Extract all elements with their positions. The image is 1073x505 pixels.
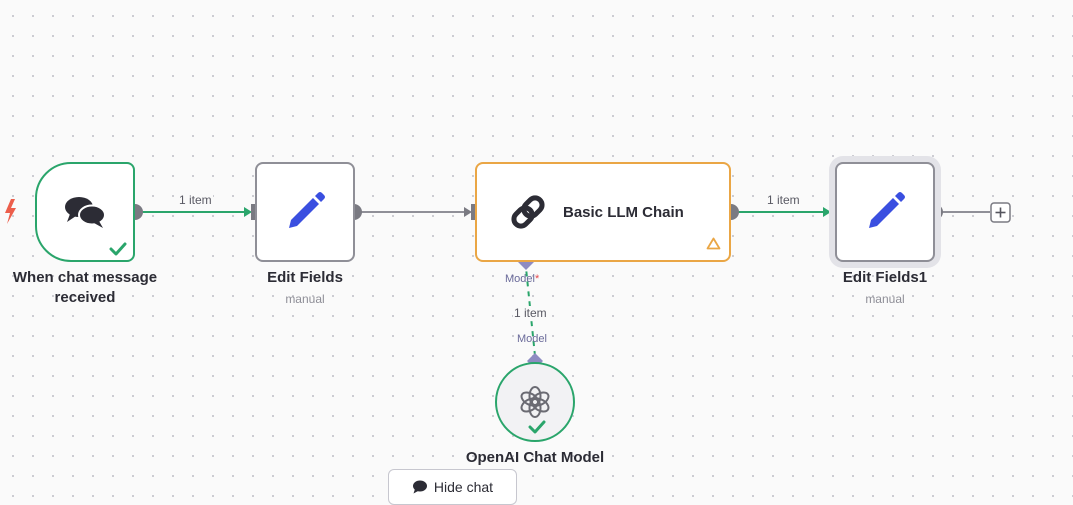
connection-arrow bbox=[823, 207, 831, 217]
node-edit-fields1-label: Edit Fields1 bbox=[842, 269, 928, 286]
warning-triangle-icon[interactable] bbox=[706, 237, 721, 250]
node-label-line: When chat message bbox=[12, 269, 158, 286]
add-node-button[interactable] bbox=[990, 202, 1011, 223]
node-basic-llm-chain[interactable]: Basic LLM Chain bbox=[475, 162, 731, 262]
node-openai-chat-model-label: OpenAI Chat Model bbox=[465, 449, 605, 466]
edge-label-trigger-to-edit: 1 item bbox=[178, 193, 213, 207]
node-edit-fields1[interactable] bbox=[835, 162, 935, 262]
hide-chat-label: Hide chat bbox=[433, 479, 494, 495]
connection-arrow bbox=[244, 207, 252, 217]
node-chat-trigger[interactable] bbox=[35, 162, 135, 262]
openai-icon bbox=[518, 385, 552, 419]
edge-label-model-to-chain: 1 item bbox=[513, 306, 548, 320]
hide-chat-button[interactable]: Hide chat bbox=[388, 469, 517, 505]
node-openai-chat-model[interactable] bbox=[495, 362, 575, 442]
chain-model-port-label: Model* bbox=[505, 273, 540, 285]
chat-bubbles-icon bbox=[64, 195, 106, 229]
node-chat-trigger-label: When chat message received bbox=[0, 268, 170, 308]
node-basic-llm-chain-title: Basic LLM Chain bbox=[563, 203, 684, 221]
edit-fields1-input-handle[interactable] bbox=[830, 204, 838, 220]
connection-arrow bbox=[464, 207, 472, 217]
pencil-icon bbox=[283, 190, 327, 234]
model-output-port-label: Model bbox=[517, 333, 547, 345]
pencil-icon bbox=[863, 190, 907, 234]
link-icon bbox=[507, 191, 549, 233]
lightning-bolt-icon bbox=[5, 199, 16, 224]
chat-bubble-icon bbox=[412, 480, 428, 494]
node-edit-fields-label: Edit Fields bbox=[267, 269, 343, 286]
node-edit-fields-subtitle: manual bbox=[285, 292, 325, 306]
required-asterisk: * bbox=[534, 273, 540, 285]
node-edit-fields[interactable] bbox=[255, 162, 355, 262]
node-label-line: received bbox=[54, 289, 116, 306]
success-check-icon bbox=[109, 242, 127, 256]
node-edit-fields1-subtitle: manual bbox=[865, 292, 905, 306]
success-check-icon bbox=[528, 420, 546, 434]
edge-label-chain-to-edit1: 1 item bbox=[766, 193, 801, 207]
